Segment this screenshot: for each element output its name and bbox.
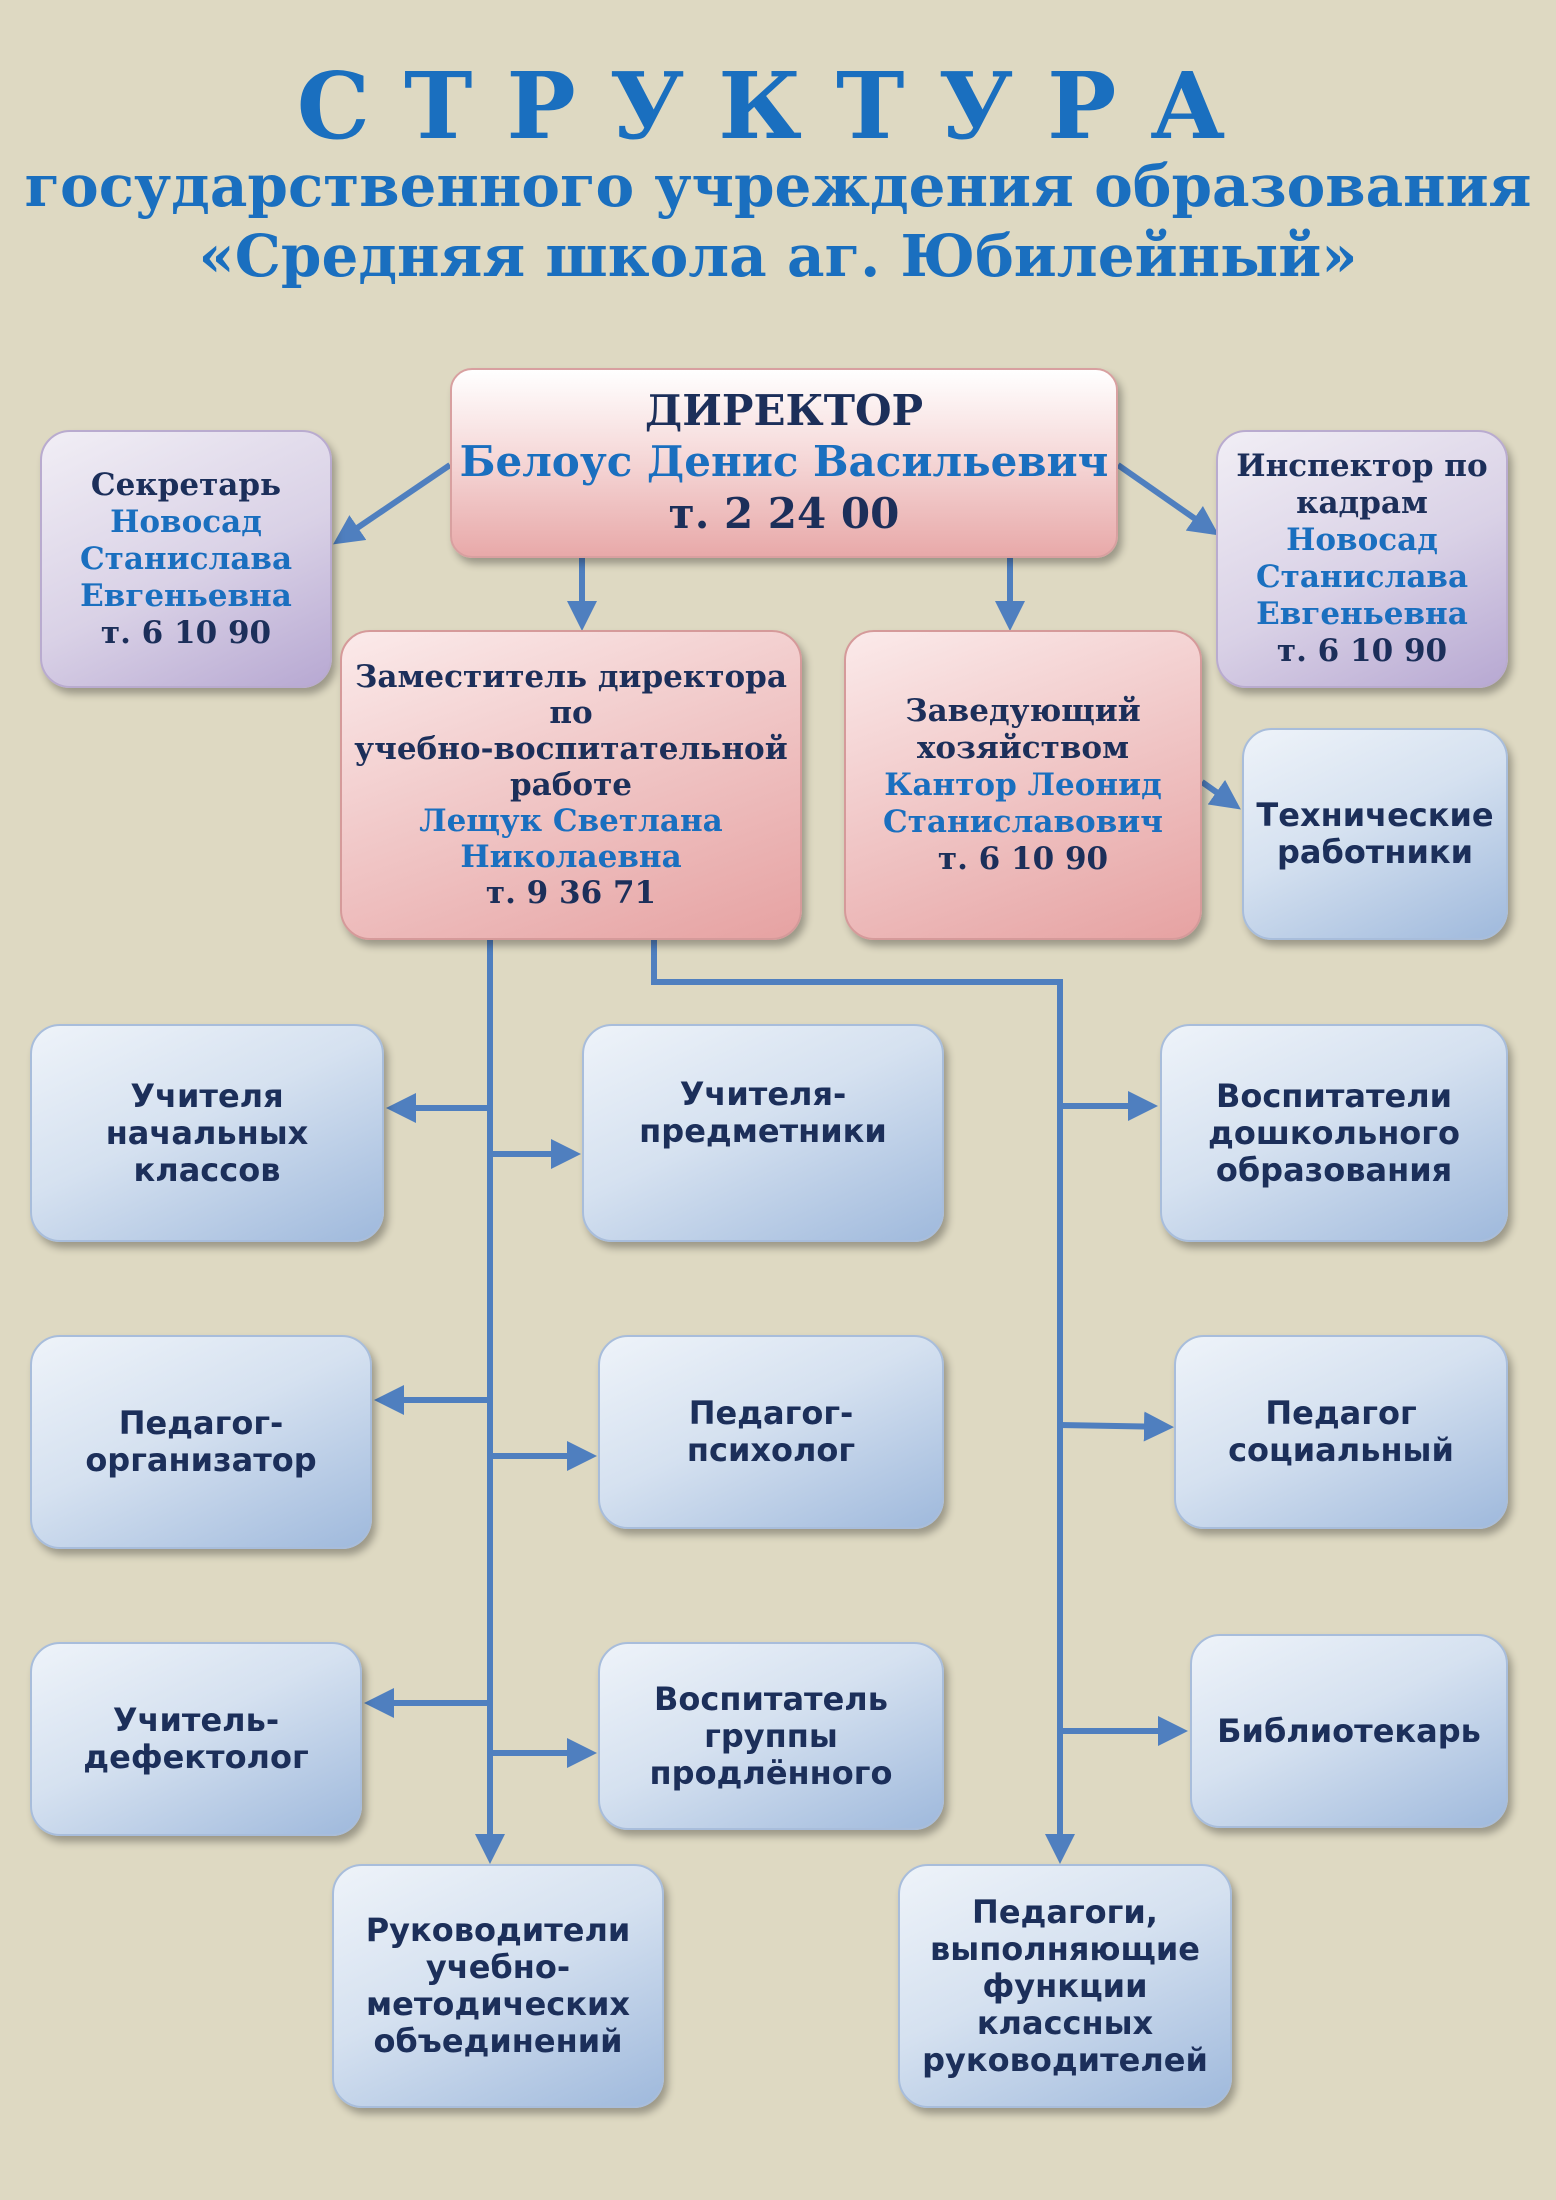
unit-label-line: Педагоги,	[972, 1892, 1158, 1931]
deputy-role-line: Заместитель директора	[355, 659, 787, 695]
unit-label-line: учебно-	[425, 1948, 571, 1986]
unit-label-line: предметники	[639, 1112, 887, 1150]
secretary-name-line: Новосад	[110, 503, 262, 540]
unit-label-line: Педагог-	[118, 1404, 284, 1442]
deputy-role-line: работе	[509, 767, 633, 803]
household-role-line: Заведующий	[905, 692, 1141, 729]
unit-label-line: Воспитатели	[1215, 1076, 1453, 1115]
unit-label-line: классов	[133, 1150, 281, 1189]
unit-label-line: продлённого	[649, 1753, 893, 1792]
unit-label-line: дошкольного	[1208, 1113, 1460, 1152]
unit-label-line: Руководители	[365, 1911, 631, 1949]
secretary-box: Секретарь Новосад Станислава Евгеньевна …	[40, 430, 332, 688]
unit-label-line: Педагог-	[688, 1394, 854, 1432]
unit-label-line: дефектолог	[83, 1738, 309, 1776]
extended-group-educator-box: Воспитатель группы продлённого	[598, 1642, 944, 1830]
director-name: Белоус Денис Васильевич	[459, 437, 1109, 486]
deputy-box: Заместитель директора по учебно-воспитат…	[340, 630, 802, 940]
subject-teachers-box: Учителя- предметники	[582, 1024, 944, 1242]
household-phone: т. 6 10 90	[937, 840, 1109, 877]
deputy-name-line: Лещук Светлана	[419, 803, 723, 839]
teacher-organizer-box: Педагог- организатор	[30, 1335, 372, 1549]
secretary-name-line: Евгеньевна	[80, 577, 292, 614]
arrow-social	[1059, 1411, 1174, 1442]
psychologist-box: Педагог- психолог	[598, 1335, 944, 1529]
hr-name-line: Новосад	[1286, 522, 1438, 558]
technical-workers-box: Технические работники	[1242, 728, 1508, 940]
deputy-role-line: по	[549, 695, 593, 731]
unit-label-line: Учитель-	[112, 1701, 280, 1739]
primary-teachers-box: Учителя начальных классов	[30, 1024, 384, 1242]
unit-label-line: Учителя-	[679, 1075, 847, 1113]
defectologist-box: Учитель- дефектолог	[30, 1642, 362, 1836]
unit-label-line: функции	[982, 1966, 1148, 2005]
arrow-director-inspector	[1116, 462, 1219, 536]
secretary-phone: т. 6 10 90	[100, 614, 272, 651]
unit-label-line: Учителя	[130, 1076, 284, 1115]
hr-role-line: кадрам	[1296, 485, 1428, 521]
hr-name-line: Станислава	[1255, 559, 1469, 595]
secretary-name-line: Станислава	[79, 540, 293, 577]
unit-label-line: социальный	[1228, 1431, 1454, 1469]
director-phone: т. 2 24 00	[668, 489, 900, 538]
unit-label-line: Воспитатель	[654, 1679, 888, 1718]
household-head-box: Заведующий хозяйством Кантор Леонид Стан…	[844, 630, 1202, 940]
unit-label-line: Библиотекарь	[1217, 1711, 1481, 1750]
hr-phone: т. 6 10 90	[1276, 633, 1448, 669]
unit-label-line: группы	[704, 1716, 838, 1755]
unit-label-line: выполняющие	[930, 1929, 1200, 1968]
arrow-household-technical	[1200, 779, 1241, 810]
hr-role-line: Инспектор по	[1236, 448, 1488, 484]
social-teacher-box: Педагог социальный	[1174, 1335, 1508, 1529]
unit-label-line: работники	[1276, 833, 1474, 871]
unit-label-line: начальных	[105, 1113, 309, 1152]
unit-label-line: руководителей	[922, 2040, 1208, 2079]
unit-label-line: Педагог	[1265, 1394, 1417, 1432]
unit-label-line: объединений	[373, 2022, 623, 2060]
deputy-name-line: Николаевна	[460, 839, 682, 875]
right-trunk	[651, 940, 1075, 1864]
page-title: СТРУКТУРА	[296, 52, 1260, 160]
unit-label-line: классных	[976, 2003, 1154, 2042]
method-association-heads-box: Руководители учебно- методических объеди…	[332, 1864, 664, 2108]
page-subtitle-line-1: государственного учреждения образования	[24, 152, 1532, 220]
household-name-line: Станиславович	[883, 803, 1163, 840]
preschool-educators-box: Воспитатели дошкольного образования	[1160, 1024, 1508, 1242]
deputy-phone: т. 9 36 71	[485, 875, 657, 911]
director-role: ДИРЕКТОР	[644, 386, 924, 435]
arrow-director-secretary	[333, 462, 452, 545]
household-name-line: Кантор Леонид	[884, 766, 1162, 803]
unit-label-line: методических	[365, 1985, 631, 2023]
unit-label-line: Технические	[1256, 796, 1494, 834]
librarian-box: Библиотекарь	[1190, 1634, 1508, 1828]
unit-label-line: психолог	[686, 1431, 856, 1469]
class-teachers-box: Педагоги, выполняющие функции классных р…	[898, 1864, 1232, 2108]
hr-inspector-box: Инспектор по кадрам Новосад Станислава Е…	[1216, 430, 1508, 688]
deputy-role-line: учебно-воспитательной	[354, 731, 788, 767]
unit-label-line: образования	[1215, 1150, 1453, 1189]
director-box: ДИРЕКТОР Белоус Денис Васильевич т. 2 24…	[450, 368, 1118, 558]
unit-label-line: организатор	[85, 1441, 317, 1479]
page-subtitle-line-2: «Средняя школа аг. Юбилейный»	[198, 222, 1358, 290]
household-role-line: хозяйством	[916, 729, 1130, 766]
secretary-role: Секретарь	[90, 466, 282, 503]
hr-name-line: Евгеньевна	[1256, 596, 1468, 632]
